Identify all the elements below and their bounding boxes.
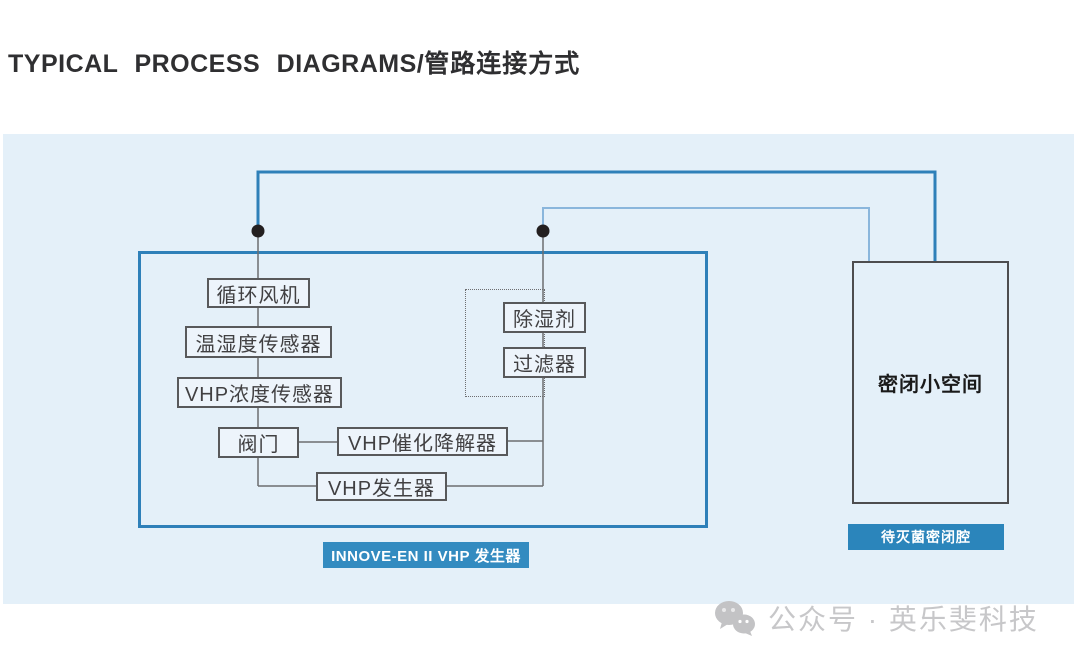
- wechat-icon: [715, 601, 755, 636]
- node-vhp-generator: VHP发生器: [316, 472, 447, 501]
- chamber-badge: 待灭菌密闭腔: [848, 524, 1004, 550]
- node-circulation-fan: 循环风机: [207, 278, 310, 308]
- watermark-text: 公众号 · 英乐斐科技: [768, 604, 1039, 635]
- node-vhp-catalytic-degrader: VHP催化降解器: [337, 427, 508, 456]
- node-valve: 阀门: [218, 427, 299, 458]
- watermark: 公众号 · 英乐斐科技: [714, 598, 1039, 638]
- generator-badge: INNOVE-EN II VHP 发生器: [323, 542, 529, 568]
- node-filter: 过滤器: [503, 347, 586, 378]
- node-vhp-concentration-sensor: VHP浓度传感器: [177, 377, 342, 408]
- page-title-chinese: 管路连接方式: [424, 50, 581, 78]
- page-title-english: TYPICAL PROCESS DIAGRAMS/: [8, 50, 425, 78]
- desiccant-filter-dotted-group: [465, 289, 545, 397]
- node-desiccant: 除湿剂: [503, 302, 586, 333]
- sealed-chamber-box: 密闭小空间: [852, 261, 1009, 504]
- page-title: TYPICAL PROCESS DIAGRAMS/管路连接方式: [8, 44, 580, 80]
- node-temp-humidity-sensor: 温湿度传感器: [185, 326, 332, 358]
